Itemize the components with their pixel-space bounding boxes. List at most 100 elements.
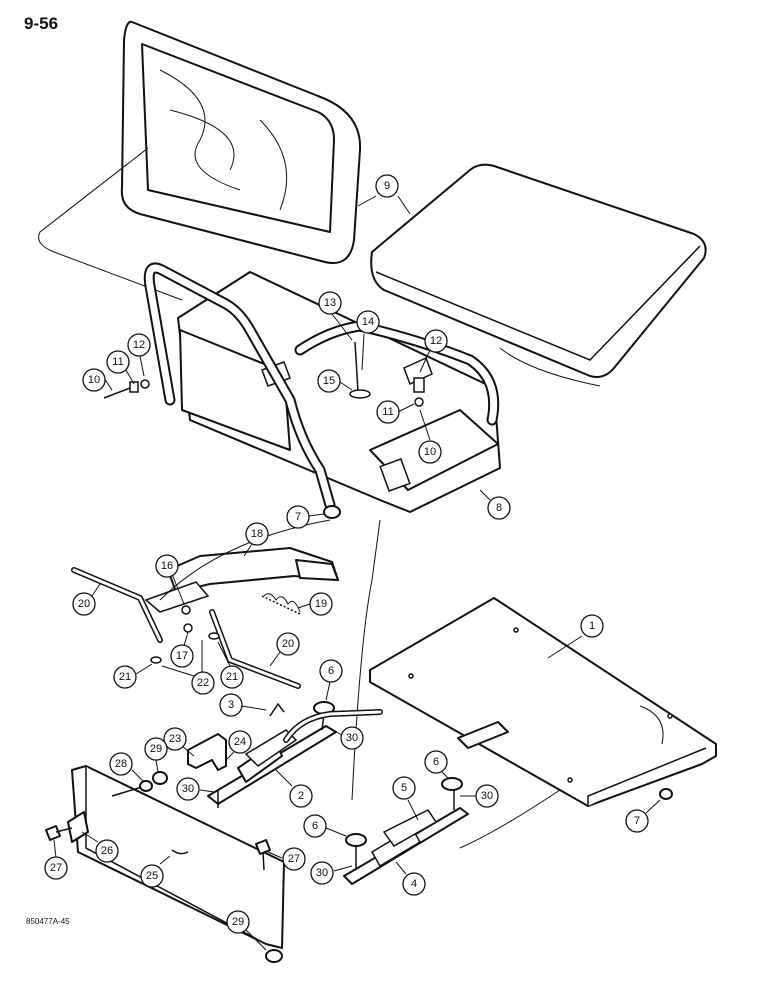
callout-20a: 20	[72, 583, 101, 616]
svg-text:18: 18	[251, 528, 263, 540]
svg-text:22: 22	[197, 677, 209, 689]
callout-6a: 6	[319, 659, 343, 701]
callout-3: 3	[219, 693, 267, 717]
callout-4: 4	[395, 861, 426, 896]
svg-text:9: 9	[384, 180, 390, 192]
callout-8: 8	[479, 489, 511, 520]
callout-12a: 12	[127, 333, 151, 377]
svg-text:2: 2	[298, 790, 304, 802]
slide-rail-right	[343, 777, 469, 885]
svg-text:29: 29	[232, 916, 244, 928]
svg-text:12: 12	[430, 335, 442, 347]
callout-9: 9	[357, 174, 411, 215]
callout-22: 22	[161, 640, 215, 695]
svg-text:3: 3	[228, 699, 234, 711]
callout-26: 26	[81, 831, 119, 863]
callouts: 1 2 3 4 5 6 6 6 7 7 8 9 10 10 11 11 12 1…	[44, 174, 661, 951]
svg-text:17: 17	[176, 650, 188, 662]
callout-30b: 30	[176, 777, 215, 801]
callout-24: 24	[225, 730, 252, 761]
svg-text:4: 4	[411, 878, 417, 890]
svg-text:21: 21	[119, 671, 131, 683]
callout-28: 28	[109, 752, 145, 783]
drawing-code: 850477A-45	[26, 917, 70, 926]
svg-text:21: 21	[226, 671, 238, 683]
phantom-line-seat	[499, 347, 601, 387]
callout-10b: 10	[418, 409, 442, 464]
svg-text:10: 10	[424, 446, 436, 458]
phantom-line-vertical	[351, 519, 381, 801]
callout-6c: 6	[303, 814, 347, 838]
callout-23: 23	[163, 727, 195, 757]
svg-text:14: 14	[362, 316, 374, 328]
callout-14: 14	[356, 310, 380, 371]
svg-text:11: 11	[112, 356, 123, 368]
callout-29a: 29	[144, 737, 168, 773]
svg-text:27: 27	[50, 862, 62, 874]
svg-text:30: 30	[481, 790, 493, 802]
callout-30c: 30	[460, 784, 499, 808]
callout-7a: 7	[286, 505, 325, 529]
svg-text:16: 16	[161, 560, 173, 572]
svg-text:28: 28	[115, 758, 127, 770]
pedal-assembly	[71, 547, 339, 689]
callout-30a: 30	[325, 725, 364, 750]
callout-25: 25	[140, 855, 171, 888]
callout-11b: 11	[376, 400, 415, 424]
callout-16: 16	[155, 554, 185, 605]
callout-18: 18	[243, 522, 269, 557]
floor-plate	[369, 597, 717, 849]
callout-2: 2	[275, 769, 313, 808]
svg-text:1: 1	[589, 620, 595, 632]
svg-text:13: 13	[324, 297, 336, 309]
callout-27b: 27	[267, 847, 306, 871]
callout-10a: 10	[82, 368, 113, 392]
svg-text:6: 6	[328, 665, 334, 677]
svg-text:12: 12	[133, 339, 145, 351]
svg-text:30: 30	[182, 783, 194, 795]
callout-21b: 21	[217, 641, 244, 689]
svg-text:26: 26	[101, 845, 113, 857]
svg-text:11: 11	[382, 406, 393, 418]
seat-bottom-cushion	[370, 163, 707, 378]
svg-text:20: 20	[78, 598, 90, 610]
callout-7b: 7	[625, 799, 661, 833]
svg-text:15: 15	[323, 375, 335, 387]
svg-text:25: 25	[146, 870, 158, 882]
svg-text:20: 20	[282, 638, 294, 650]
callout-12b: 12	[419, 329, 448, 373]
svg-text:29: 29	[150, 743, 162, 755]
callout-15: 15	[317, 369, 353, 393]
svg-text:30: 30	[346, 732, 358, 744]
callout-27a: 27	[44, 839, 68, 880]
side-panel	[45, 765, 285, 963]
svg-text:8: 8	[496, 502, 502, 514]
callout-6b: 6	[424, 750, 449, 779]
grab-handle	[143, 262, 500, 511]
callout-17: 17	[170, 631, 194, 668]
svg-text:7: 7	[295, 511, 301, 523]
latch-bracket	[187, 733, 227, 771]
svg-text:10: 10	[88, 374, 100, 386]
callout-21a: 21	[113, 663, 153, 689]
callout-19: 19	[297, 592, 333, 616]
svg-text:24: 24	[234, 736, 246, 748]
callout-20b: 20	[269, 632, 300, 667]
svg-text:7: 7	[634, 815, 640, 827]
frame-hardware	[103, 341, 425, 519]
svg-text:27: 27	[288, 853, 300, 865]
seat-back-cushion	[120, 20, 362, 264]
phantom-line-seat-back	[38, 147, 183, 301]
callout-11a: 11	[106, 350, 135, 385]
callout-29b: 29	[226, 910, 267, 951]
callout-13: 13	[318, 291, 353, 341]
svg-text:6: 6	[433, 756, 439, 768]
svg-text:5: 5	[401, 782, 407, 794]
svg-text:19: 19	[315, 598, 327, 610]
svg-text:23: 23	[169, 733, 181, 745]
callout-30d: 30	[310, 861, 353, 885]
svg-text:30: 30	[316, 867, 328, 879]
page-number: 9-56	[24, 14, 59, 33]
callout-1: 1	[547, 614, 604, 659]
